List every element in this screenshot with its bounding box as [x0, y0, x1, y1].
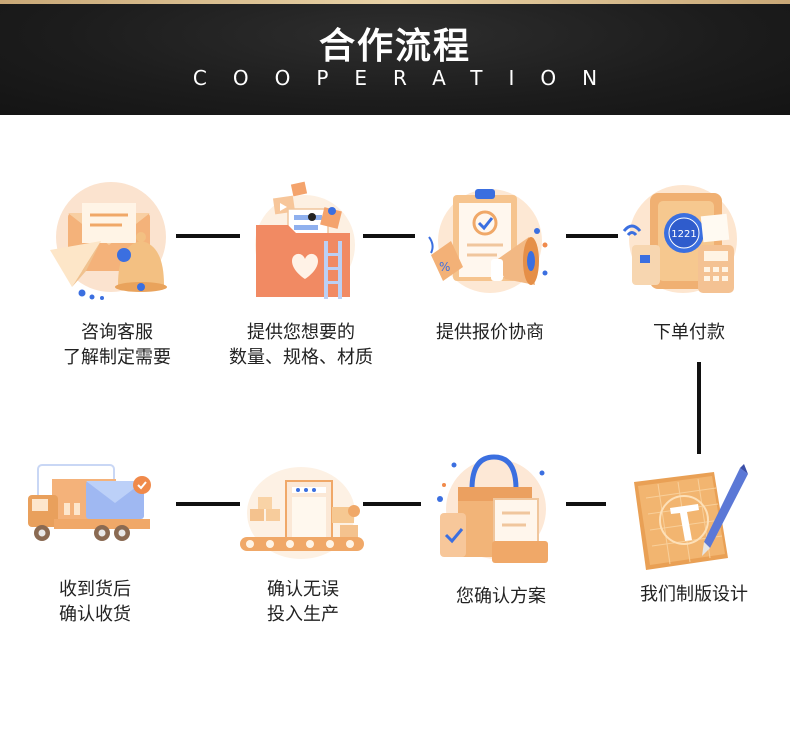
clipboard-megaphone-icon: %: [425, 175, 555, 305]
step-label-line: 咨询客服: [81, 322, 153, 343]
envelope-bell-icon: [46, 175, 176, 305]
step-label-pay: 下单付款: [594, 320, 784, 345]
factory-conveyor-icon: [236, 445, 366, 575]
blueprint-pen-icon: [628, 462, 758, 592]
step-label-consult: 咨询客服 了解制定需要: [22, 320, 212, 370]
step-label-line: 数量、规格、材质: [229, 347, 373, 368]
connector-5-6: [566, 502, 606, 506]
safe-payment-icon: 1221: [618, 175, 748, 305]
step-label-receive: 收到货后 确认收货: [0, 577, 190, 627]
svg-text:%: %: [439, 260, 450, 274]
step-label-line: 下单付款: [653, 322, 725, 343]
page-title: 合作流程: [318, 26, 471, 67]
step-label-line: 提供报价协商: [436, 322, 544, 343]
step-label-line: 收到货后: [59, 579, 131, 600]
step-label-line: 提供您想要的: [247, 322, 355, 343]
step-label-produce: 确认无误 投入生产: [208, 577, 398, 627]
header-banner: 合作流程 COOPERATION: [0, 0, 790, 115]
connector-7-8: [176, 502, 240, 506]
safe-code-text: 1221: [671, 229, 696, 240]
step-label-line: 我们制版设计: [640, 584, 748, 605]
step-label-confirm: 您确认方案: [406, 584, 596, 609]
folder-files-icon: [240, 175, 370, 305]
shopping-bag-icon: [430, 443, 560, 573]
step-label-quote: 提供报价协商: [395, 320, 585, 345]
page-subtitle: COOPERATION: [192, 66, 624, 90]
step-label-line: 您确认方案: [456, 586, 546, 607]
connector-3-4: [566, 234, 618, 238]
connector-6-7: [363, 502, 421, 506]
header-gold-band: [0, 0, 790, 4]
connector-2-3: [363, 234, 415, 238]
step-label-design: 我们制版设计: [599, 582, 789, 607]
connector-4-5: [697, 362, 701, 454]
step-label-line: 确认收货: [59, 604, 131, 625]
step-label-line: 投入生产: [267, 604, 339, 625]
connector-1-2: [176, 234, 240, 238]
step-label-provide: 提供您想要的 数量、规格、材质: [206, 320, 396, 370]
delivery-truck-icon: [24, 445, 154, 575]
step-label-line: 确认无误: [267, 579, 339, 600]
step-label-line: 了解制定需要: [63, 347, 171, 368]
